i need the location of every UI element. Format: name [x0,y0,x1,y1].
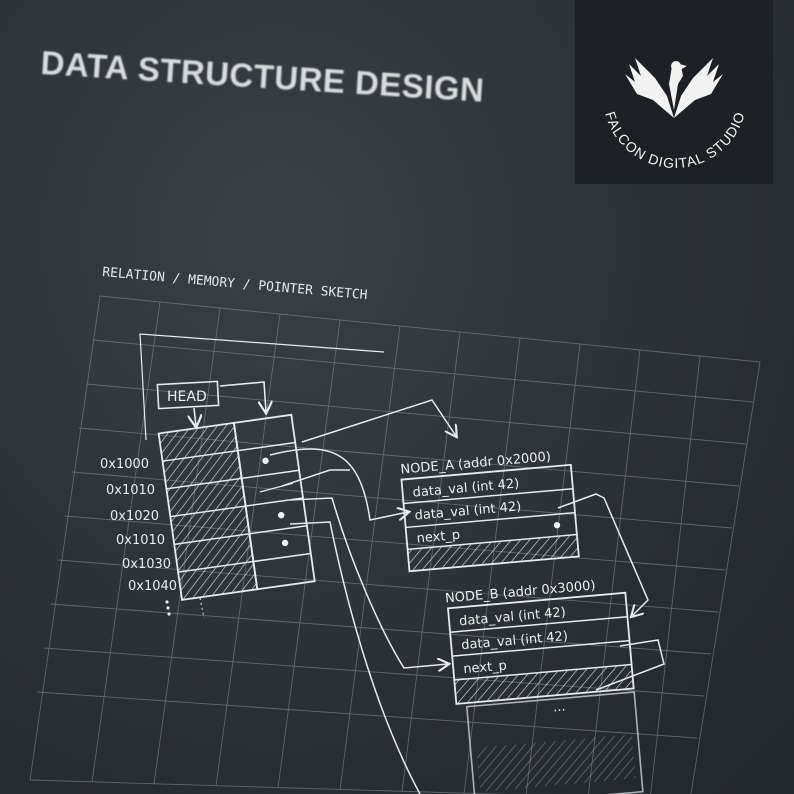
address-label: 0x1030 [122,557,171,572]
address-label: 0x1000 [100,457,149,472]
brand-logo-box: FALCON DIGITAL STUDIO [575,0,773,184]
falcon-icon [625,58,723,118]
node-a-field: data_val (int 42) [412,476,520,500]
ellipsis-dots [165,597,205,619]
node-b: NODE_B (addr 0x3000) data_val (int 42) d… [445,578,635,715]
address-label: 0x1010 [116,533,165,548]
node-b-field: data_val (int 42) [461,629,569,653]
address-label: 0x1020 [110,509,159,524]
node-a-field: next_p [416,528,461,547]
pointer-arrows [269,399,665,794]
head-label: HEAD [156,380,220,410]
address-label: 0x1010 [106,483,155,498]
node-b-field: next_p [463,658,508,677]
node-b-overflow [465,691,644,794]
memory-block [157,413,316,601]
address-label: 0x1040 [128,579,177,594]
node-a-field: data_val (int 42) [414,499,522,523]
sketch-caption: RELATION / MEMORY / POINTER SKETCH [102,265,368,303]
svg-text:HEAD: HEAD [167,389,207,405]
brand-logo: FALCON DIGITAL STUDIO [602,58,747,171]
address-labels: 0x1000 0x1010 0x1020 0x1010 0x1030 0x104… [100,457,177,594]
node-b-field: data_val (int 42) [459,605,567,629]
node-a: NODE_A (addr 0x2000) data_val (int 42) d… [400,450,580,573]
node-b-continuation: ... [552,699,566,715]
